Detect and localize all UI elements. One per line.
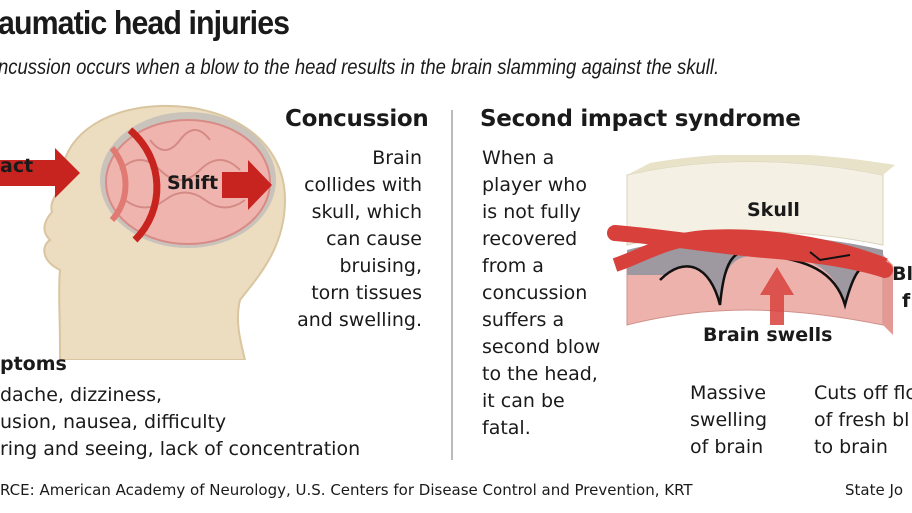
text-line: usion, nausea, difficulty [0,411,227,433]
text-line: ring and seeing, lack of concentration [0,438,361,460]
text-line: fatal. [482,417,531,439]
text-line: from a [482,255,544,277]
title: aumatic head injuries [0,4,290,41]
text-line: second blow [482,336,601,358]
text-line: bruising, [339,255,422,277]
text-line: swelling [690,409,768,431]
source-credit: RCE: American Academy of Neurology, U.S.… [0,481,693,499]
text-line: collides with [304,174,422,196]
caption-swelling: Massive swelling of brain [690,380,767,461]
impact-label: act [0,155,34,177]
text-line: player who [482,174,587,196]
skull-cross-section [607,155,895,335]
symptoms-heading: ptoms [0,353,67,375]
divider [451,110,453,460]
text-line: of fresh bl [814,409,910,431]
text-line: recovered [482,228,578,250]
text-line: When a [482,147,555,169]
blood-label: Bl [892,263,912,285]
text-line: Brain [372,147,422,169]
text-line: skull, which [311,201,422,223]
text-line: suffers a [482,309,565,331]
caption-blood-flow: Cuts off flo of fresh bl to brain [814,380,912,461]
text-line: to the head, [482,363,598,385]
symptoms-list: dache, dizziness, usion, nausea, difficu… [0,382,360,463]
subtitle: ncussion occurs when a blow to the head … [0,56,720,79]
concussion-description: Brain collides with skull, which can cau… [297,145,422,334]
text-line: to brain [814,436,888,458]
publisher-credit: State Jo [845,481,904,499]
head-illustration [0,104,287,360]
skull-label: Skull [747,199,800,221]
text-line: dache, dizziness, [0,384,163,406]
text-line: Cuts off flo [814,382,912,404]
text-line: concussion [482,282,588,304]
text-line: it can be [482,390,565,412]
text-line: is not fully [482,201,581,223]
text-line: and swelling. [297,309,422,331]
second-impact-description: When a player who is not fully recovered… [482,145,600,442]
shift-label: Shift [167,172,219,194]
text-line: Massive [690,382,767,404]
concussion-heading: Concussion [285,106,429,132]
second-impact-heading: Second impact syndrome [480,106,801,132]
text-line: can cause [326,228,422,250]
text-line: torn tissues [311,282,422,304]
text-line: of brain [690,436,764,458]
brain-swells-label: Brain swells [703,324,833,346]
blood-label-line2: f [902,290,911,312]
